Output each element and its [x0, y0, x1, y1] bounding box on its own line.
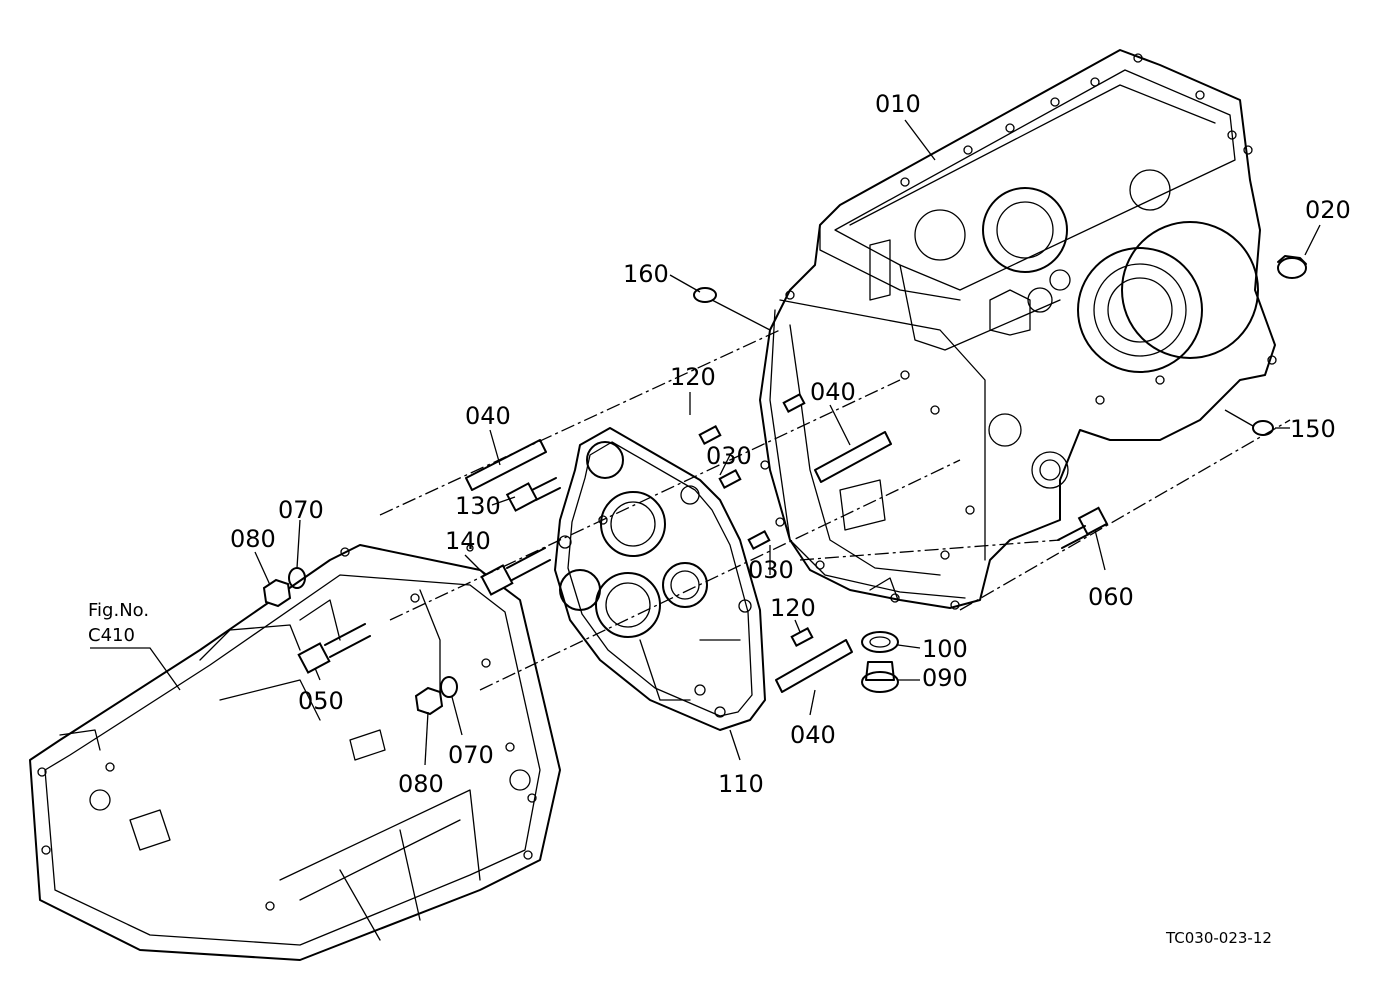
callout-080-upper[interactable]: 080	[230, 525, 276, 553]
callout-030-upper[interactable]: 030	[706, 442, 752, 470]
callout-labels: 010 020 150 160 120 040 040 030 130 070 …	[88, 90, 1351, 947]
front-housing-drawing	[29, 544, 561, 961]
callout-080-lower[interactable]: 080	[398, 770, 444, 798]
callout-010[interactable]: 010	[875, 90, 921, 118]
drawing-code: TC030-023-12	[1165, 929, 1272, 947]
callout-040-bottom[interactable]: 040	[790, 721, 836, 749]
callout-130[interactable]: 130	[455, 492, 501, 520]
figure-reference-number[interactable]: C410	[88, 625, 135, 646]
callout-120-upper[interactable]: 120	[670, 363, 716, 391]
callout-040-left[interactable]: 040	[465, 402, 511, 430]
callout-120-lower[interactable]: 120	[770, 594, 816, 622]
callout-150[interactable]: 150	[1290, 415, 1336, 443]
callout-110[interactable]: 110	[718, 770, 764, 798]
transmission-case-drawing	[759, 49, 1277, 610]
callout-140[interactable]: 140	[445, 527, 491, 555]
leader-lines	[90, 119, 1321, 766]
figure-reference-label: Fig.No.	[88, 600, 149, 621]
callout-090[interactable]: 090	[922, 664, 968, 692]
callout-070-lower[interactable]: 070	[448, 741, 494, 769]
callout-020[interactable]: 020	[1305, 196, 1351, 224]
callout-050[interactable]: 050	[298, 687, 344, 715]
callout-040-right[interactable]: 040	[810, 378, 856, 406]
callout-060[interactable]: 060	[1088, 583, 1134, 611]
small-parts	[262, 255, 1307, 716]
bearing-cover-plate-drawing	[554, 427, 766, 731]
callout-030-lower[interactable]: 030	[748, 556, 794, 584]
callout-160[interactable]: 160	[623, 260, 669, 288]
callout-070-upper[interactable]: 070	[278, 496, 324, 524]
callout-100[interactable]: 100	[922, 635, 968, 663]
